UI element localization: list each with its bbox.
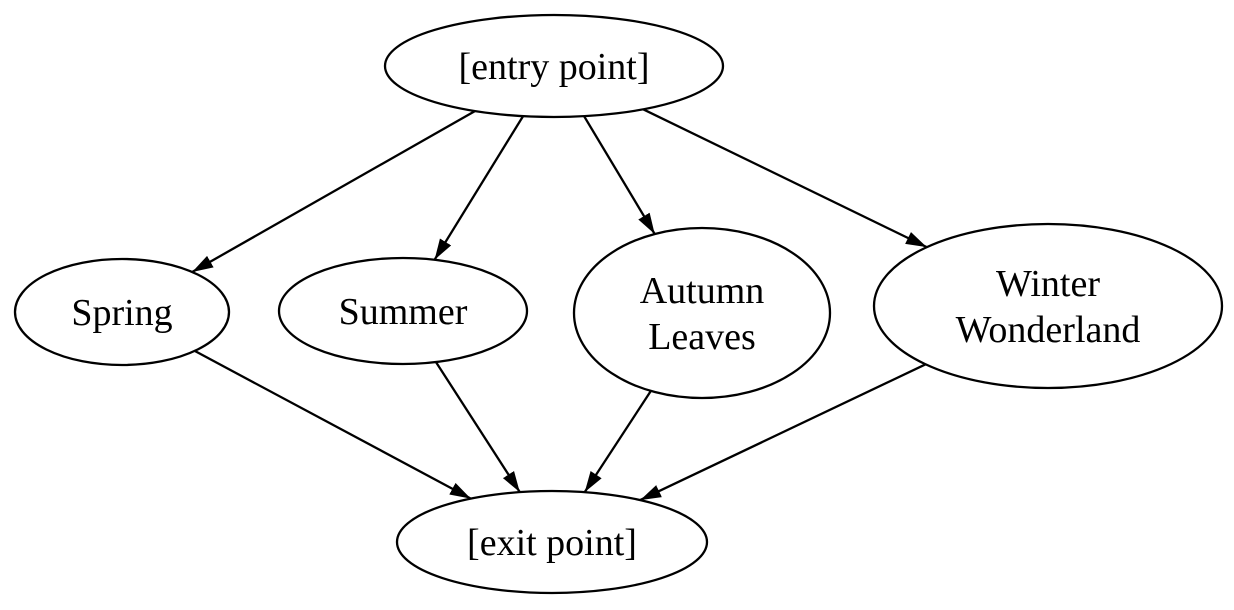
node-autumn-ellipse <box>572 226 832 400</box>
node-spring: Spring <box>13 257 231 367</box>
node-summer-label: Summer <box>339 291 468 333</box>
node-winter-ellipse <box>872 222 1224 390</box>
edge-entry-to-spring <box>191 110 476 273</box>
node-spring-ellipse <box>13 257 231 367</box>
node-entry-label: [entry point] <box>458 46 649 88</box>
edge-spring-to-exit <box>194 349 472 500</box>
edge-entry-to-autumn <box>583 115 656 235</box>
edges-layer <box>191 108 928 502</box>
edge-entry-to-winter <box>642 108 928 249</box>
node-entry: [entry point] <box>383 13 725 119</box>
node-summer: Summer <box>277 256 529 366</box>
edge-summer-to-exit <box>435 361 521 493</box>
node-exit-ellipse <box>395 489 709 595</box>
node-spring-label: Spring <box>71 292 172 334</box>
node-exit-label: [exit point] <box>467 522 637 564</box>
edge-winter-to-exit <box>639 363 927 502</box>
node-entry-ellipse <box>383 13 725 119</box>
edge-entry-to-summer <box>433 115 525 261</box>
node-exit: [exit point] <box>395 489 709 595</box>
node-summer-ellipse <box>277 256 529 366</box>
edge-autumn-to-exit <box>583 390 652 493</box>
